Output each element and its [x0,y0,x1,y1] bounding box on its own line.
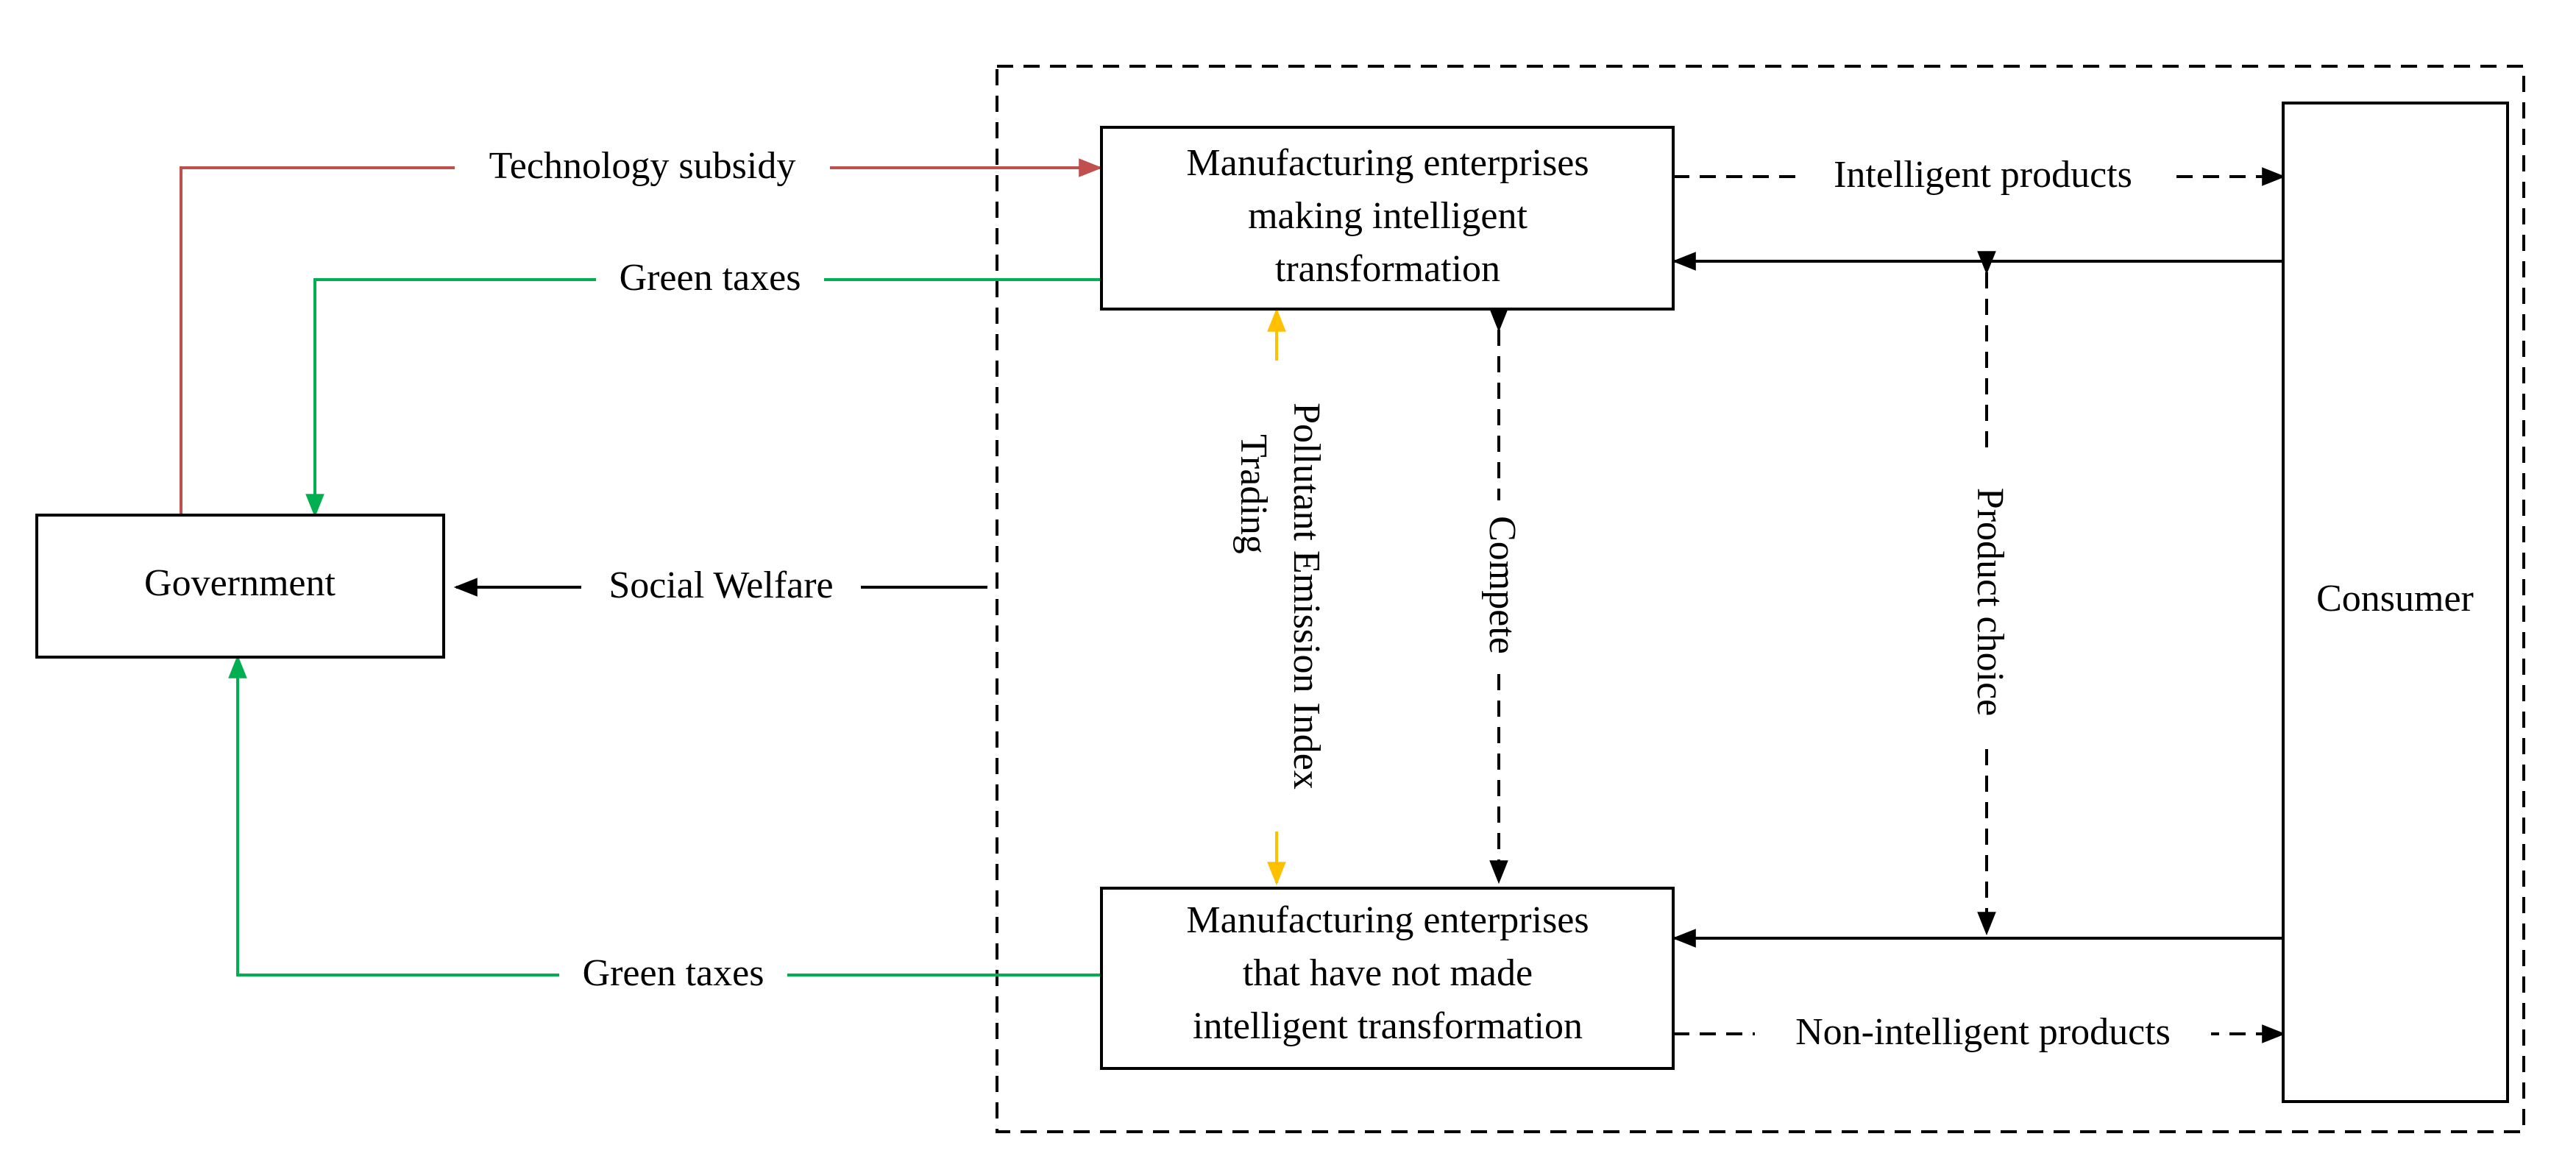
pollutant-trading-label-2: Trading [1232,434,1274,554]
nonintelligent-enterprise-label-2: that have not made [1243,952,1533,994]
pollutant-trading-label-1: Pollutant Emission Index [1285,403,1327,790]
consumer-label: Consumer [2316,578,2474,620]
intelligent-products-label: Intelligent products [1834,154,2132,196]
government-box [35,514,445,659]
intelligent-enterprise-label-3: transformation [1275,248,1500,290]
nonintelligent-enterprise-label-3: intelligent transformation [1193,1005,1583,1047]
intelligent-enterprise-label-1: Manufacturing enterprises [1186,142,1589,184]
nonintelligent-enterprise-label-1: Manufacturing enterprises [1186,899,1589,941]
green-taxes-top-arrow [305,278,1101,518]
social-welfare-label: Social Welfare [608,564,833,606]
technology-subsidy-label: Technology subsidy [489,145,796,187]
government-label: Government [144,562,336,604]
green-taxes-bottom-label: Green taxes [583,952,764,994]
green-taxes-bottom-arrow [228,654,1101,976]
compete-label: Compete [1481,516,1523,654]
green-taxes-top-label: Green taxes [620,257,801,299]
intelligent-enterprise-box [1100,126,1675,311]
market-boundary [996,65,2525,1133]
product-choice-label: Product choice [1969,488,2011,716]
technology-subsidy-arrow [180,158,1103,517]
nonintelligent-enterprise-box [1100,887,1675,1070]
intelligent-enterprise-label-2: making intelligent [1248,195,1527,237]
non-intelligent-products-label: Non-intelligent products [1795,1011,2171,1053]
consumer-box [2282,102,2509,1103]
